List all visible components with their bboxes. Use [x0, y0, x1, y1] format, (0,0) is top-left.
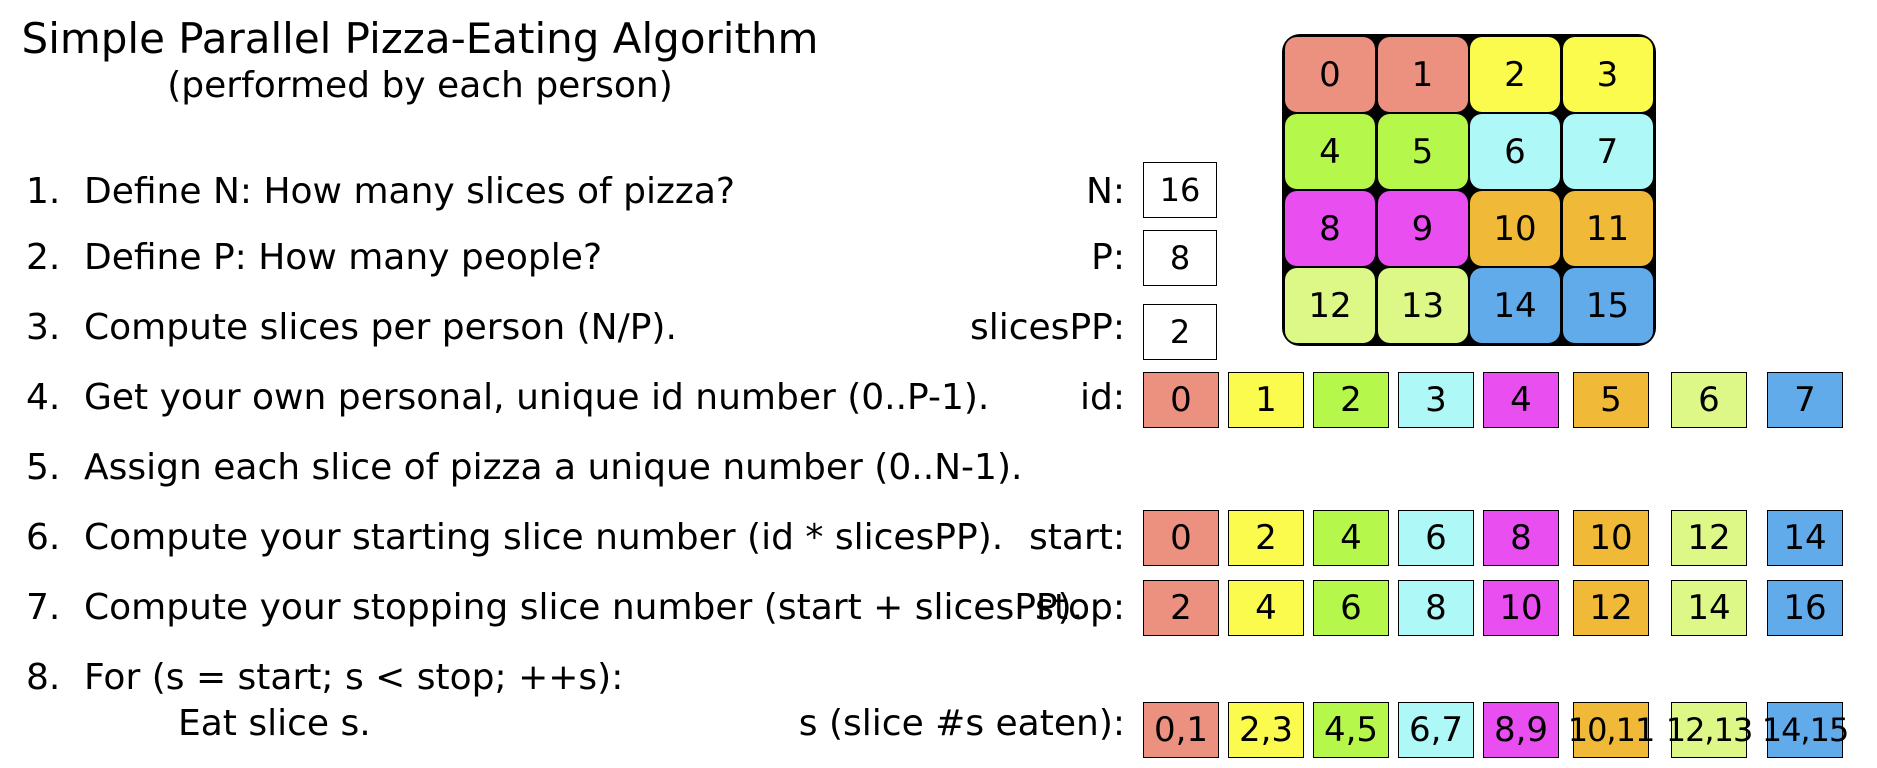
- step-number: 8.: [26, 657, 61, 698]
- step-6: 6. Compute your starting slice number (id…: [26, 516, 1003, 560]
- step-4: 4. Get your own personal, unique id numbe…: [26, 376, 989, 420]
- eaten-cell: 0,1: [1143, 702, 1219, 758]
- n-label: N:: [1085, 171, 1125, 212]
- eaten-cell: 10,11: [1568, 702, 1655, 758]
- start-cell: 0: [1143, 510, 1219, 566]
- start-label: start:: [1029, 517, 1125, 558]
- pizza-slice: 2: [1470, 37, 1560, 112]
- id-cell: 7: [1767, 372, 1843, 428]
- id-cell: 0: [1143, 372, 1219, 428]
- stop-cell: 6: [1313, 580, 1389, 636]
- slicespp-label: slicesPP:: [969, 307, 1125, 348]
- step-3: 3. Compute slices per person (N/P).: [26, 306, 677, 350]
- eaten-cell: 4,5: [1313, 702, 1389, 758]
- id-cell: 5: [1573, 372, 1649, 428]
- slicespp-value: 2: [1143, 304, 1217, 360]
- step-number: 7.: [26, 587, 61, 628]
- pizza-slice: 10: [1470, 191, 1560, 266]
- pizza-slice: 12: [1285, 268, 1375, 343]
- step-text: Assign each slice of pizza a unique numb…: [84, 447, 1023, 488]
- stop-label: stop:: [1035, 587, 1125, 628]
- step-text: Compute your starting slice number (id *…: [84, 517, 1004, 558]
- id-cell: 4: [1483, 372, 1559, 428]
- start-cell: 2: [1228, 510, 1304, 566]
- eaten-cell: 2,3: [1228, 702, 1304, 758]
- step-text: Define P: How many people?: [84, 237, 603, 278]
- n-value: 16: [1143, 162, 1217, 218]
- id-cell: 2: [1313, 372, 1389, 428]
- step-number: 1.: [26, 171, 61, 212]
- step-text: Define N: How many slices of pizza?: [84, 171, 735, 212]
- stop-cell: 2: [1143, 580, 1219, 636]
- pizza-slice: 7: [1562, 114, 1653, 189]
- stop-cell: 16: [1767, 580, 1843, 636]
- stop-cell: 12: [1573, 580, 1649, 636]
- eaten-cell: 6,7: [1398, 702, 1474, 758]
- pizza-slice: 11: [1562, 191, 1653, 266]
- pizza-slice: 9: [1377, 191, 1468, 266]
- step-2: 2. Define P: How many people?: [26, 236, 602, 280]
- pizza-slice: 3: [1562, 37, 1653, 112]
- step-7: 7. Compute your stopping slice number (st…: [26, 586, 1083, 630]
- start-cell: 12: [1671, 510, 1747, 566]
- id-cell: 6: [1671, 372, 1747, 428]
- start-cell: 8: [1483, 510, 1559, 566]
- step-text: Compute slices per person (N/P).: [84, 307, 677, 348]
- eaten-label: s (slice #s eaten):: [798, 703, 1125, 744]
- stop-cell: 8: [1398, 580, 1474, 636]
- step-number: 4.: [26, 377, 61, 418]
- stop-cell: 10: [1483, 580, 1559, 636]
- pizza-slice: 4: [1285, 114, 1375, 189]
- pizza-slice: 0: [1285, 37, 1375, 112]
- step-number: 5.: [26, 447, 61, 488]
- pizza-slice: 8: [1285, 191, 1375, 266]
- start-cell: 14: [1767, 510, 1843, 566]
- step-8: 8. For (s = start; s < stop; ++s):: [26, 656, 623, 700]
- id-label: id:: [1080, 377, 1125, 418]
- pizza-slice: 1: [1377, 37, 1468, 112]
- id-cell: 3: [1398, 372, 1474, 428]
- pizza-slice: 13: [1377, 268, 1468, 343]
- pizza-slice: 6: [1470, 114, 1560, 189]
- p-value: 8: [1143, 230, 1217, 286]
- step-number: 6.: [26, 517, 61, 558]
- pizza-slice: 14: [1470, 268, 1560, 343]
- stop-cell: 4: [1228, 580, 1304, 636]
- step-text: Compute your stopping slice number (star…: [84, 587, 1084, 628]
- start-cell: 4: [1313, 510, 1389, 566]
- pizza-slice: 15: [1562, 268, 1653, 343]
- start-cell: 10: [1573, 510, 1649, 566]
- pizza-slice: 5: [1377, 114, 1468, 189]
- step-text: For (s = start; s < stop; ++s):: [84, 657, 624, 698]
- algorithm-title: Simple Parallel Pizza-Eating Algorithm: [21, 14, 819, 63]
- id-cell: 1: [1228, 372, 1304, 428]
- step-1: 1. Define N: How many slices of pizza?: [26, 170, 735, 214]
- eaten-cell: 8,9: [1483, 702, 1559, 758]
- start-cell: 6: [1398, 510, 1474, 566]
- eaten-cell: 14,15: [1762, 702, 1849, 758]
- step-number: 2.: [26, 237, 61, 278]
- step-8-body: Eat slice s.: [178, 703, 371, 744]
- step-number: 3.: [26, 307, 61, 348]
- eaten-cell: 12,13: [1666, 702, 1753, 758]
- step-5: 5. Assign each slice of pizza a unique nu…: [26, 446, 1022, 490]
- stop-cell: 14: [1671, 580, 1747, 636]
- algorithm-subtitle: (performed by each person): [167, 65, 673, 106]
- step-text: Get your own personal, unique id number …: [84, 377, 990, 418]
- p-label: P:: [1091, 237, 1125, 278]
